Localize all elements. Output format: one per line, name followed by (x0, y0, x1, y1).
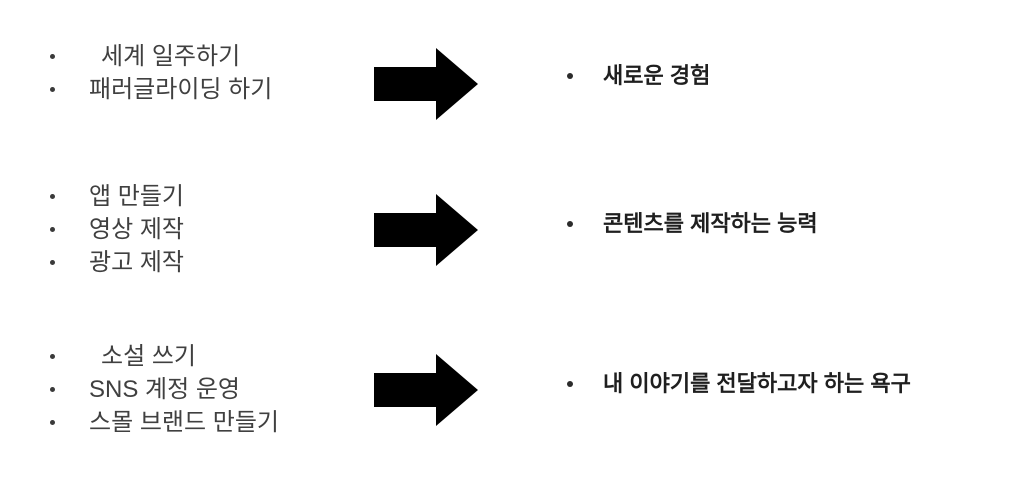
list-item: 앱 만들기 (44, 180, 354, 213)
mapping-row: 소설 쓰기 SNS 계정 운영 스몰 브랜드 만들기 내 이야기를 전달하고자 … (0, 340, 1019, 445)
list-item: 콘텐츠를 제작하는 능력 (560, 208, 1010, 240)
outcome-list: 내 이야기를 전달하고자 하는 욕구 (560, 368, 1010, 400)
bullet-icon (50, 354, 55, 359)
bullet-icon (50, 420, 55, 425)
right-arrow-icon (374, 48, 478, 120)
input-label: 스몰 브랜드 만들기 (89, 409, 279, 436)
bullet-icon (50, 387, 55, 392)
mapping-row: 앱 만들기 영상 제작 광고 제작 콘텐츠를 제작하는 능력 (0, 180, 1019, 285)
right-arrow-icon (374, 194, 478, 266)
outcome-label: 콘텐츠를 제작하는 능력 (603, 211, 818, 236)
list-item: 새로운 경험 (560, 60, 1010, 92)
bullet-icon (50, 87, 55, 92)
input-list: 앱 만들기 영상 제작 광고 제작 (44, 180, 354, 279)
input-label: SNS 계정 운영 (89, 376, 241, 403)
bullet-icon (567, 381, 573, 387)
list-item: 패러글라이딩 하기 (44, 73, 354, 106)
mapping-row: 세계 일주하기 패러글라이딩 하기 새로운 경험 (0, 40, 1019, 130)
outcome-label: 새로운 경험 (603, 63, 711, 88)
input-label: 세계 일주하기 (101, 43, 241, 70)
outcome-list: 콘텐츠를 제작하는 능력 (560, 208, 1010, 240)
bullet-icon (567, 73, 573, 79)
outcome-label: 내 이야기를 전달하고자 하는 욕구 (603, 371, 911, 396)
input-label: 소설 쓰기 (101, 343, 196, 370)
bullet-icon (50, 227, 55, 232)
list-item: 스몰 브랜드 만들기 (44, 406, 354, 439)
list-item: 영상 제작 (44, 213, 354, 246)
input-list: 세계 일주하기 패러글라이딩 하기 (44, 40, 354, 106)
input-list: 소설 쓰기 SNS 계정 운영 스몰 브랜드 만들기 (44, 340, 354, 439)
input-label: 광고 제작 (89, 249, 184, 276)
bullet-icon (50, 54, 55, 59)
bullet-icon (50, 194, 55, 199)
input-label: 앱 만들기 (89, 183, 184, 210)
input-label: 패러글라이딩 하기 (89, 76, 273, 103)
list-item: 내 이야기를 전달하고자 하는 욕구 (560, 368, 1010, 400)
right-arrow-icon (374, 354, 478, 426)
bullet-icon (50, 260, 55, 265)
bullet-icon (567, 221, 573, 227)
list-item: 소설 쓰기 (44, 340, 354, 373)
outcome-list: 새로운 경험 (560, 60, 1010, 92)
list-item: 광고 제작 (44, 246, 354, 279)
list-item: SNS 계정 운영 (44, 373, 354, 406)
input-label: 영상 제작 (89, 216, 184, 243)
list-item: 세계 일주하기 (44, 40, 354, 73)
